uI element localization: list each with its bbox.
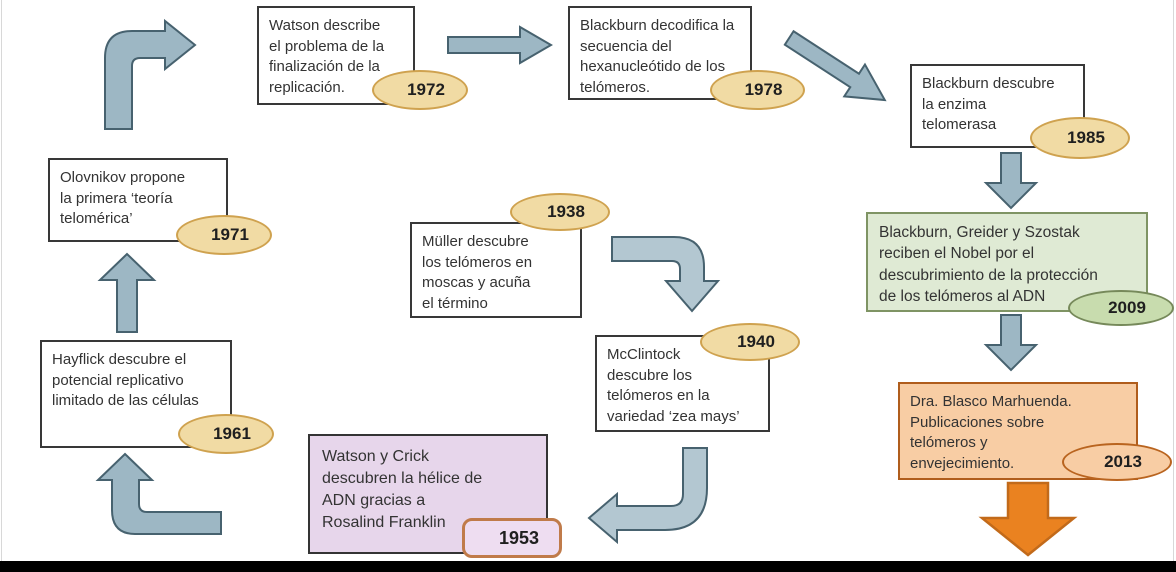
event-box-blasco-2013: Dra. Blasco Marhuenda. Publicaciones sob… [898, 382, 1138, 480]
event-text: Dra. Blasco Marhuenda. Publicaciones sob… [910, 393, 1072, 473]
up-arrow [97, 252, 157, 333]
year-oval-1940: 1940 [700, 323, 800, 361]
event-text: Olovnikov propone la primera ‘teoría tel… [60, 169, 186, 228]
event-text: Watson describe el problema de la finali… [269, 17, 385, 97]
elbow-up-right-arrow [104, 18, 197, 130]
right-edge-line [1173, 0, 1174, 561]
year-oval-1938: 1938 [510, 193, 610, 231]
year-badge-1953: 1953 [462, 518, 562, 558]
year-oval-1972: 1972 [372, 70, 468, 110]
event-box-watson-1972: Watson describe el problema de la finali… [257, 6, 415, 105]
left-edge-line [1, 0, 2, 561]
event-box-mcclintock-1940: McClintock descubre los telómeros en la … [595, 335, 770, 432]
elbow-down-left-arrow [587, 447, 708, 545]
event-text: Müller descubre los telómeros en moscas … [422, 233, 533, 313]
event-text: Blackburn decodifica la secuencia del he… [580, 17, 735, 97]
down-arrow-to-blasco [983, 314, 1039, 372]
right-arrow [447, 25, 553, 65]
orange-down-arrow [978, 481, 1078, 557]
event-box-nobel-2009: Blackburn, Greider y Szostak reciben el … [866, 212, 1148, 312]
elbow-right-down-arrow [611, 236, 721, 313]
event-box-blackburn-secuencia-1978: Blackburn decodifica la secuencia del he… [568, 6, 752, 100]
year-oval-1985: 1985 [1030, 117, 1130, 159]
year-oval-2013: 2013 [1062, 443, 1172, 481]
event-box-muller-1938: Müller descubre los telómeros en moscas … [410, 222, 582, 318]
year-oval-2009: 2009 [1068, 290, 1174, 326]
year-oval-1971: 1971 [176, 215, 272, 255]
down-arrow-to-nobel [983, 152, 1039, 210]
bottom-black-bar [0, 561, 1176, 572]
year-oval-1978: 1978 [710, 70, 805, 110]
event-box-hayflick-1961: Hayflick descubre el potencial replicati… [40, 340, 232, 448]
event-text: Watson y Crick descubren la hélice de AD… [322, 448, 483, 532]
event-text: Hayflick descubre el potencial replicati… [52, 351, 199, 410]
event-text: Blackburn, Greider y Szostak reciben el … [879, 224, 1098, 306]
elbow-left-up-arrow [95, 452, 222, 535]
year-oval-1961: 1961 [178, 414, 274, 454]
event-text: McClintock descubre los telómeros en la … [607, 346, 740, 426]
diagonal-down-right-arrow [783, 29, 887, 102]
event-box-watson-crick-1953: Watson y Crick descubren la hélice de AD… [308, 434, 548, 554]
event-text: Blackburn descubre la enzima telomerasa [922, 75, 1055, 134]
